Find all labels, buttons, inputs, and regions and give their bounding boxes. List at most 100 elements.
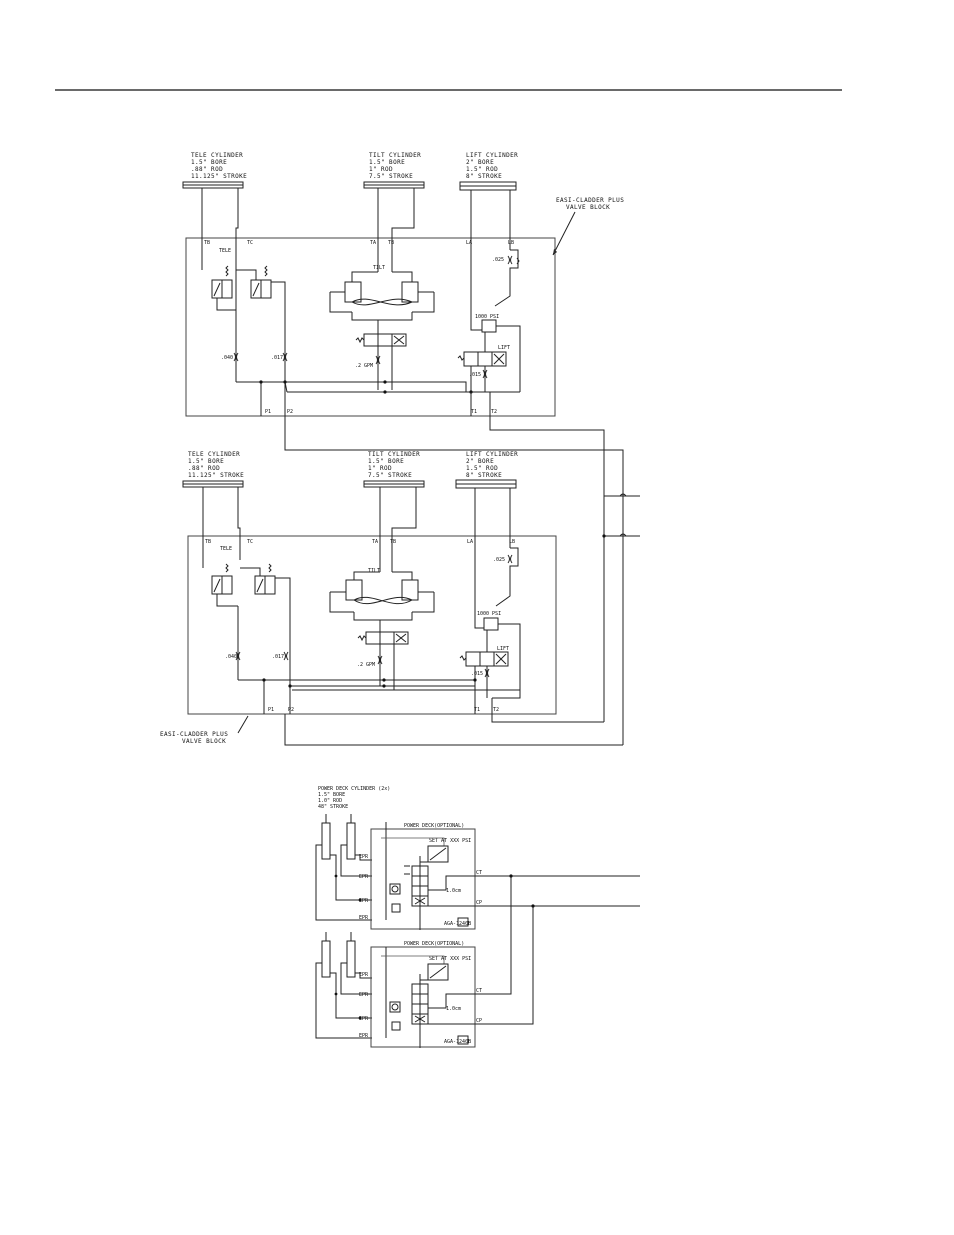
port-lb-b: LB [509, 539, 515, 545]
tele-cyl-label-3: .88" ROD [191, 166, 223, 173]
lift-directional-valve-b [465, 651, 481, 667]
valve-block-b [187, 535, 557, 715]
tilt-cyl-label-b2: 1.5" BORE [368, 458, 404, 465]
port-lb: LB [508, 240, 514, 246]
tele-cyl-label-1: TELE CYLINDER [191, 152, 243, 159]
power-deck-unit-2: POWER DECK(OPTIONAL) SET AT XXX PSI EPR … [315, 932, 482, 1048]
port-tc-b: TC [247, 539, 253, 545]
lift-valve-label: LIFT [498, 345, 510, 351]
deck-cylinder-a [321, 822, 331, 860]
psi-1000-label: 1000 PSI [475, 314, 499, 320]
valve-block-label-1: EASI-CLADDER PLUS [556, 197, 624, 204]
port-ta-b: TA [372, 539, 378, 545]
port-la: LA [466, 240, 472, 246]
tilt-counterbalance-a-b [345, 579, 363, 601]
lift-cyl-label-b2: 2" BORE [466, 458, 494, 465]
port-ta: TA [370, 240, 376, 246]
tilt-directional-valve-b [365, 631, 381, 645]
top-circuit: TELE CYLINDER 1.5" BORE .88" ROD 11.125"… [182, 152, 624, 745]
lift-cyl-label-2: 2" BORE [466, 159, 494, 166]
deck-cyl-label-4: 48" STROKE [318, 804, 348, 810]
deck-set-psi: SET AT XXX PSI [429, 838, 471, 844]
tilt-valve-label-b: TILT [368, 568, 380, 574]
deck-flow-2: 1.0cm [446, 1006, 461, 1012]
orifice-040: .040 [221, 355, 233, 361]
tilt-cyl-label-4: 7.5" STROKE [369, 173, 413, 180]
tele-valve-label-b: TELE [220, 546, 232, 552]
port-t2: T2 [491, 409, 497, 415]
orifice-025-b: .025 [493, 557, 505, 563]
tilt-cyl-label-b1: TILT CYLINDER [368, 451, 420, 458]
tele-cyl-label-2: 1.5" BORE [191, 159, 227, 166]
port-t2-b: T2 [493, 707, 499, 713]
tele-cyl-label-4: 11.125" STROKE [191, 173, 247, 180]
deck-set-psi-2: SET AT XXX PSI [429, 956, 471, 962]
deck-port-epr-1: EPR [359, 854, 369, 860]
deck-title: POWER DECK(OPTIONAL) [404, 823, 464, 829]
tilt-cyl-label-1: TILT CYLINDER [369, 152, 421, 159]
orifice-017: .017 [271, 355, 283, 361]
tele-cyl-label-b4: 11.125" STROKE [188, 472, 244, 479]
deck-port-epr-3-2: EPR [359, 1016, 369, 1022]
deck-valve-block [370, 828, 476, 930]
deck-cyl-label-3: 1.0" ROD [318, 798, 342, 804]
deck-flow: 1.0cm [446, 888, 461, 894]
lift-relief-valve [481, 319, 497, 333]
port-la-b: LA [467, 539, 473, 545]
deck-port-epr-2-2: EPR [359, 992, 369, 998]
port-t1: T1 [471, 409, 477, 415]
lift-directional-valve [463, 351, 479, 367]
deck-port-epr-3: EPR [359, 898, 369, 904]
tilt-counterbalance-a [344, 281, 362, 303]
gpm-label: .2 GPM [355, 363, 373, 369]
valve-block-b-label-2: VALVE BLOCK [182, 738, 226, 745]
lift-cyl-label-b4: 8" STROKE [466, 472, 502, 479]
lift-cyl-label-1: LIFT CYLINDER [466, 152, 518, 159]
deck-port-epr-4: EPR [359, 915, 369, 921]
power-deck-section: POWER DECK CYLINDER (2x) 1.5" BORE 1.0" … [318, 786, 390, 810]
deck-cp-2: CP [476, 1018, 482, 1024]
valve-block-b-label-1: EASI-CLADDER PLUS [160, 731, 228, 738]
deck-cp: CP [476, 900, 482, 906]
valve-block [185, 237, 556, 417]
tilt-directional-valve [363, 333, 379, 347]
deck-relief-valve [427, 845, 449, 863]
port-tb2-b: TB [390, 539, 396, 545]
power-deck-unit-1: POWER DECK(OPTIONAL) SET AT XXX PSI EPR … [315, 814, 482, 930]
port-p2-b: P2 [288, 707, 294, 713]
tilt-valve-label: TILT [373, 265, 385, 271]
lift-cyl-label-4: 8" STROKE [466, 173, 502, 180]
tilt-cyl-label-3: 1" ROD [369, 166, 393, 173]
deck-port-epr-2: EPR [359, 874, 369, 880]
tele-cyl-label-b3: .88" ROD [188, 465, 220, 472]
deck-port-epr-1-2: EPR [359, 972, 369, 978]
tilt-counterbalance-b-b [401, 579, 419, 601]
lift-valve-label-b: LIFT [497, 646, 509, 652]
tele-valve-label: TELE [219, 248, 231, 254]
orifice-025: .025 [492, 257, 504, 263]
tilt-cyl-label-2: 1.5" BORE [369, 159, 405, 166]
port-tb-2: TB [388, 240, 394, 246]
valve-block-label-2: VALVE BLOCK [566, 204, 610, 211]
port-p1: P1 [265, 409, 271, 415]
port-p2: P2 [287, 409, 293, 415]
orifice-015-b: .015 [471, 671, 483, 677]
orifice-015: .015 [469, 372, 481, 378]
psi-1000-label-b: 1000 PSI [477, 611, 501, 617]
bottom-circuit: TELE CYLINDER 1.5" BORE .88" ROD 11.125"… [160, 451, 623, 746]
tele-cyl-label-b2: 1.5" BORE [188, 458, 224, 465]
lift-relief-valve-b [483, 617, 499, 631]
deck-port-epr-4-2: EPR [359, 1033, 369, 1039]
lift-cyl-label-b3: 1.5" ROD [466, 465, 498, 472]
orifice-040-b: .040 [225, 654, 237, 660]
tilt-counterbalance-b [401, 281, 419, 303]
port-t1-b: T1 [474, 707, 480, 713]
lift-cyl-label-3: 1.5" ROD [466, 166, 498, 173]
deck-ct-2: CT [476, 988, 482, 994]
port-p1-b: P1 [268, 707, 274, 713]
port-tc: TC [247, 240, 253, 246]
tele-cyl-label-b1: TELE CYLINDER [188, 451, 240, 458]
port-tb-b: TB [205, 539, 211, 545]
deck-title-2: POWER DECK(OPTIONAL) [404, 941, 464, 947]
